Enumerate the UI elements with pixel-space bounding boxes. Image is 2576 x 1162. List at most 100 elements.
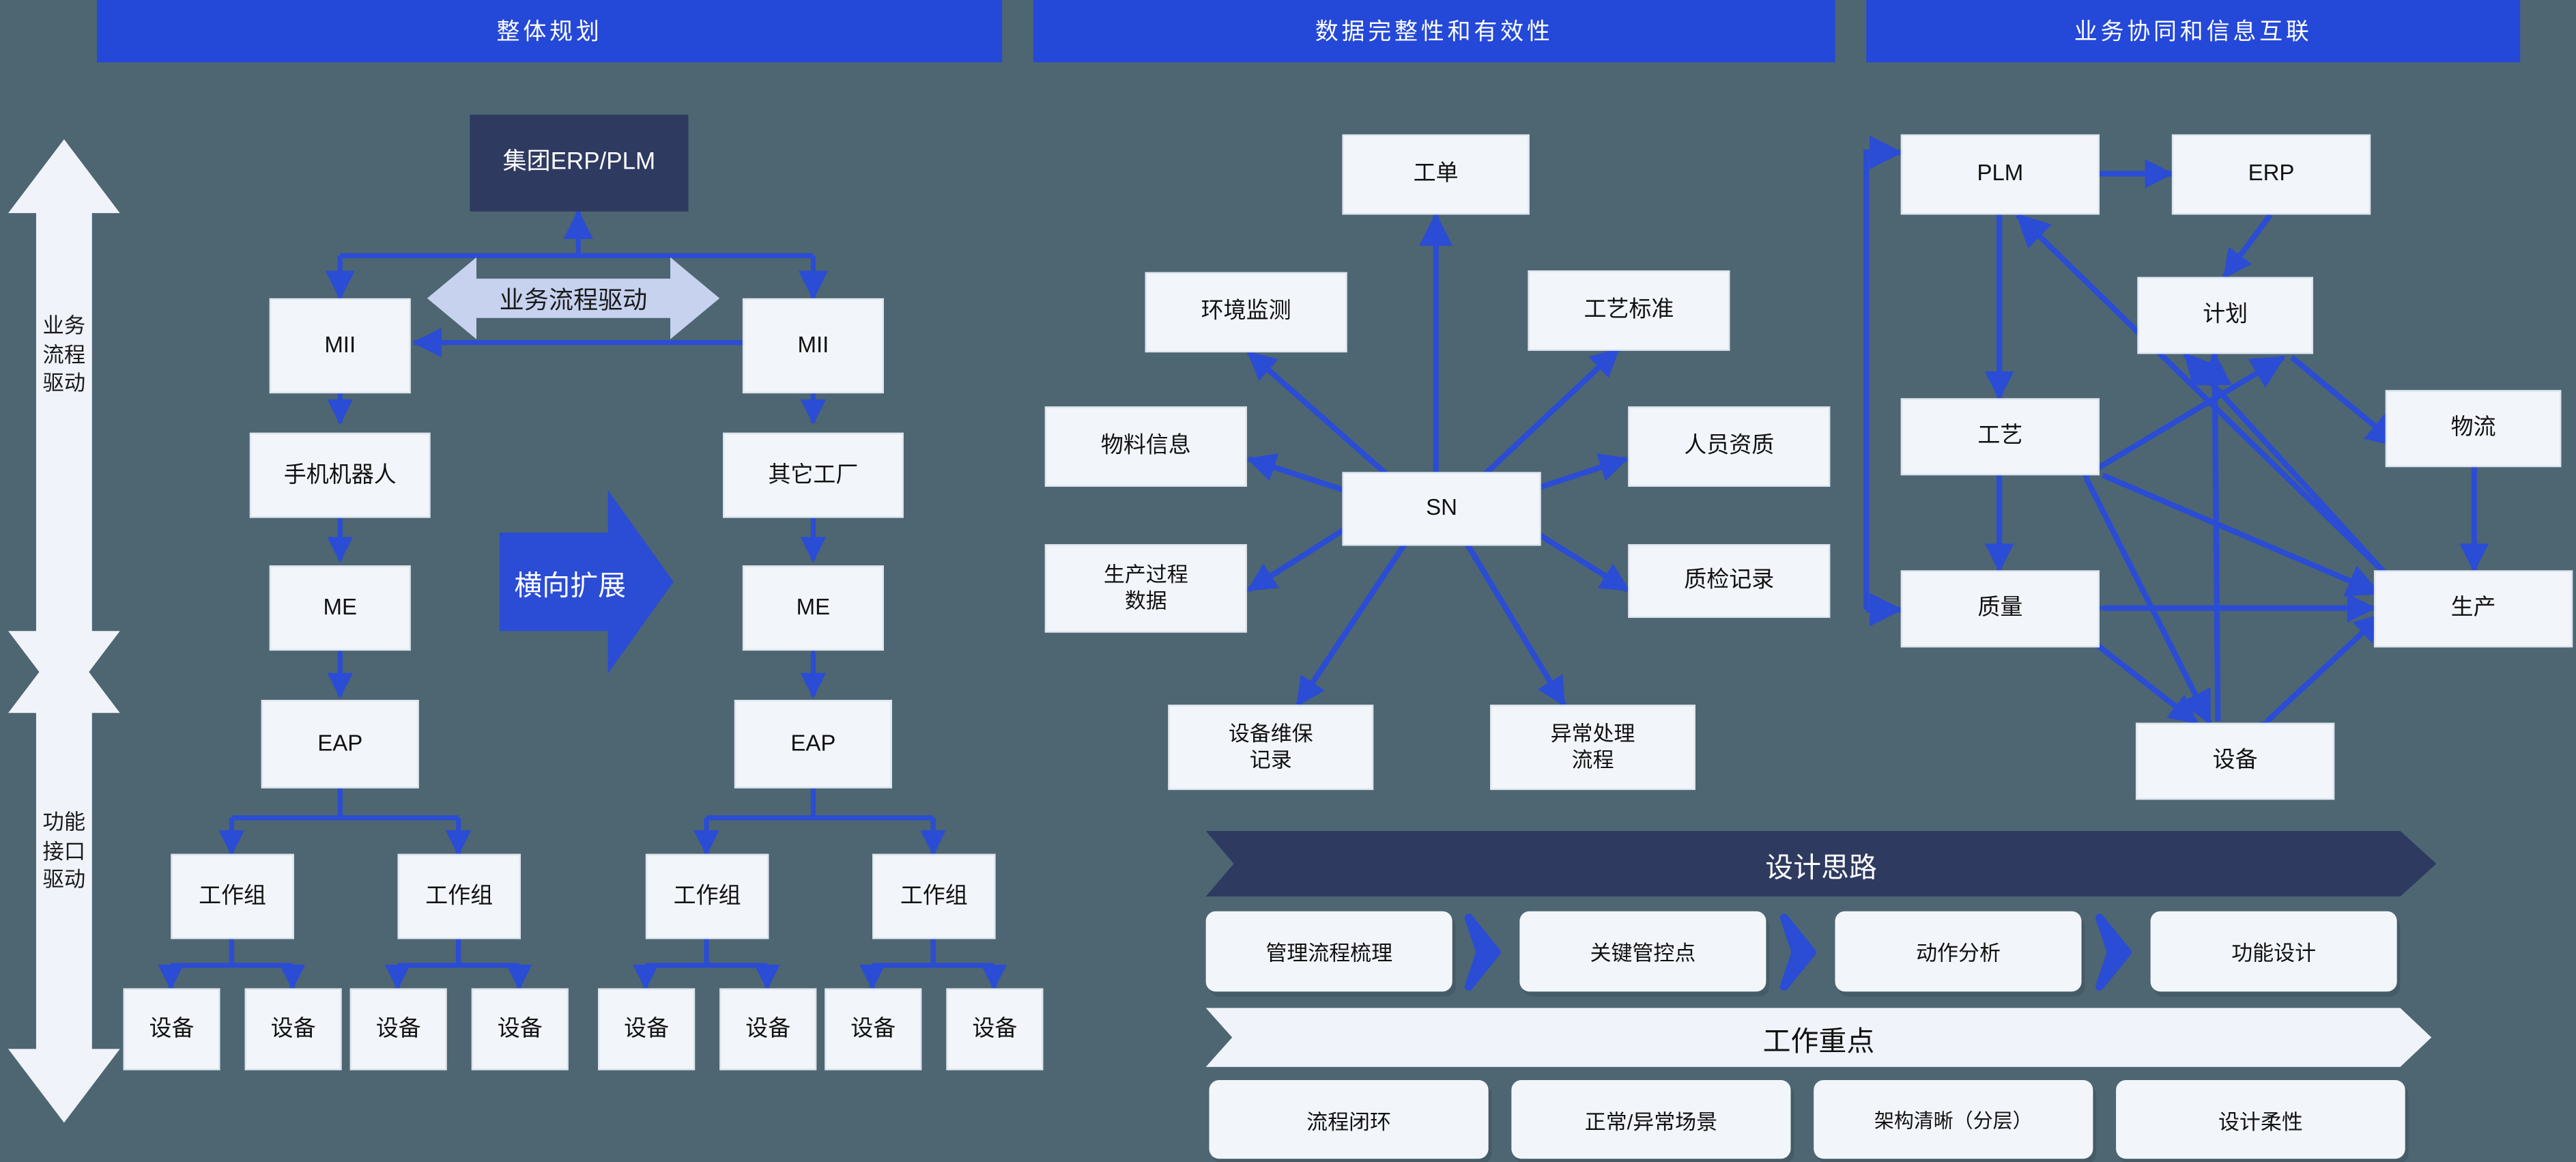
node-label: 工作组 xyxy=(425,883,493,908)
node-label-line-1: 设备维保 xyxy=(1228,721,1313,746)
node-production-process-data[interactable]: 生产过程 数据 xyxy=(1044,543,1247,633)
node-label: 计划 xyxy=(2203,302,2248,327)
work-focus-step-3[interactable]: 架构清晰（分层） xyxy=(1814,1079,2093,1159)
banner-text: 设计思路 xyxy=(1765,851,1877,883)
node-label: SN xyxy=(1426,495,1457,520)
rail-label-line-2: 接口 xyxy=(42,838,86,864)
node-label: 设备 xyxy=(972,1015,1018,1040)
node-right-mii[interactable]: MII xyxy=(742,298,884,394)
rail-label-line-1: 业务 xyxy=(42,313,86,338)
design-step-2[interactable]: 关键管控点 xyxy=(1519,911,1766,992)
step-label: 流程闭环 xyxy=(1306,1108,1391,1133)
node-mobile-robot[interactable]: 手机机器人 xyxy=(249,432,431,518)
node-label: ERP xyxy=(2248,160,2295,186)
node-quality[interactable]: 质量 xyxy=(1900,570,2100,648)
node-equipment[interactable]: 设备 xyxy=(2135,722,2335,800)
node-label: 设备 xyxy=(2212,747,2258,773)
node-left-me[interactable]: ME xyxy=(269,565,411,651)
node-exception-handling-flow[interactable]: 异常处理 流程 xyxy=(1490,705,1695,791)
node-left-mii[interactable]: MII xyxy=(269,298,411,394)
node-quality-inspection-record[interactable]: 质检记录 xyxy=(1628,543,1831,619)
node-device-4[interactable]: 设备 xyxy=(471,988,569,1071)
node-label: 设备 xyxy=(850,1015,896,1040)
node-other-factory[interactable]: 其它工厂 xyxy=(723,432,904,518)
node-label: 工单 xyxy=(1413,160,1459,186)
node-plm[interactable]: PLM xyxy=(1900,134,2100,215)
node-personnel-qualification[interactable]: 人员资质 xyxy=(1628,406,1831,487)
node-plan[interactable]: 计划 xyxy=(2137,277,2313,354)
node-label-line-1: 生产过程 xyxy=(1103,563,1188,588)
design-step-3[interactable]: 动作分析 xyxy=(1835,911,2082,992)
node-device-5[interactable]: 设备 xyxy=(598,988,696,1071)
business-flow-drive-label: 业务流程驱动 xyxy=(437,275,710,321)
node-label: 集团ERP/PLM xyxy=(502,148,656,175)
node-label-line-2: 流程 xyxy=(1571,747,1614,772)
node-right-me[interactable]: ME xyxy=(742,565,884,651)
node-right-eap[interactable]: EAP xyxy=(734,700,892,789)
panel-title-text: 数据完整性和有效性 xyxy=(1315,18,1554,44)
node-production[interactable]: 生产 xyxy=(2373,570,2573,648)
work-focus-step-4[interactable]: 设计柔性 xyxy=(2116,1079,2405,1159)
design-step-4[interactable]: 功能设计 xyxy=(2150,911,2397,992)
node-label: 质量 xyxy=(1977,595,2023,620)
node-workgroup-2[interactable]: 工作组 xyxy=(397,853,521,939)
design-step-1[interactable]: 管理流程梳理 xyxy=(1205,911,1452,992)
node-label: MII xyxy=(797,332,829,357)
node-label: 设备 xyxy=(375,1015,421,1040)
node-group-erp-plm[interactable]: 集团ERP/PLM xyxy=(470,115,689,212)
node-process[interactable]: 工艺 xyxy=(1900,398,2100,476)
step-label: 设计柔性 xyxy=(2218,1108,2303,1133)
banner-text: 工作重点 xyxy=(1762,1025,1875,1057)
work-focus-step-2[interactable]: 正常/异常场景 xyxy=(1511,1079,1791,1159)
design-flow-banner-label: 设计思路 xyxy=(1206,831,2437,896)
node-workgroup-3[interactable]: 工作组 xyxy=(645,853,769,939)
rail-label-function-interface-drive: 功能 接口 驱动 xyxy=(15,808,113,939)
node-erp[interactable]: ERP xyxy=(2171,134,2371,215)
step-label: 管理流程梳理 xyxy=(1265,940,1393,965)
node-label: PLM xyxy=(1977,160,2024,186)
node-label: 设备 xyxy=(745,1015,791,1040)
node-label: 设备 xyxy=(149,1015,195,1040)
panel-header-overall-planning: 整体规划 xyxy=(97,0,1003,63)
step-label: 架构清晰（分层） xyxy=(1874,1108,2033,1132)
node-label: 工作组 xyxy=(673,883,741,908)
node-sn[interactable]: SN xyxy=(1342,472,1541,546)
node-label: 质检记录 xyxy=(1684,567,1775,592)
node-device-1[interactable]: 设备 xyxy=(123,988,220,1071)
node-label: ME xyxy=(796,594,831,619)
node-label: 工作组 xyxy=(900,883,968,908)
node-label: EAP xyxy=(317,730,363,755)
step-label: 功能设计 xyxy=(2231,940,2317,965)
horizontal-expansion-label: 横向扩展 xyxy=(500,557,641,606)
rail-label-line-2: 流程 xyxy=(42,341,86,367)
rail-label-business-process-drive: 业务 流程 驱动 xyxy=(15,311,113,442)
node-env-monitoring[interactable]: 环境监测 xyxy=(1145,272,1347,353)
node-label: 手机机器人 xyxy=(283,462,397,487)
node-label: EAP xyxy=(790,730,836,755)
node-workgroup-1[interactable]: 工作组 xyxy=(171,853,294,939)
node-logistics[interactable]: 物流 xyxy=(2385,390,2562,468)
node-device-8[interactable]: 设备 xyxy=(946,988,1044,1071)
node-label: 其它工厂 xyxy=(768,462,859,487)
panel-title-text: 业务协同和信息互联 xyxy=(2074,18,2313,44)
node-device-7[interactable]: 设备 xyxy=(825,988,922,1071)
node-label: 环境监测 xyxy=(1201,298,1291,324)
node-label: 设备 xyxy=(624,1015,670,1040)
node-label: 设备 xyxy=(270,1015,316,1040)
node-left-eap[interactable]: EAP xyxy=(261,700,419,789)
node-label: MII xyxy=(324,332,356,357)
node-process-standard[interactable]: 工艺标准 xyxy=(1528,270,1730,351)
node-device-3[interactable]: 设备 xyxy=(349,988,447,1071)
work-focus-step-1[interactable]: 流程闭环 xyxy=(1209,1079,1489,1159)
node-device-2[interactable]: 设备 xyxy=(244,988,342,1071)
node-device-6[interactable]: 设备 xyxy=(719,988,817,1071)
node-label: 设备 xyxy=(497,1015,543,1040)
node-work-order[interactable]: 工单 xyxy=(1342,134,1530,215)
step-label: 关键管控点 xyxy=(1590,940,1696,965)
node-equipment-maintenance-record[interactable]: 设备维保 记录 xyxy=(1168,705,1374,791)
label-text: 业务流程驱动 xyxy=(499,285,648,314)
node-label: 物料信息 xyxy=(1100,433,1191,458)
node-workgroup-4[interactable]: 工作组 xyxy=(872,853,996,939)
node-material-info[interactable]: 物料信息 xyxy=(1044,406,1247,487)
